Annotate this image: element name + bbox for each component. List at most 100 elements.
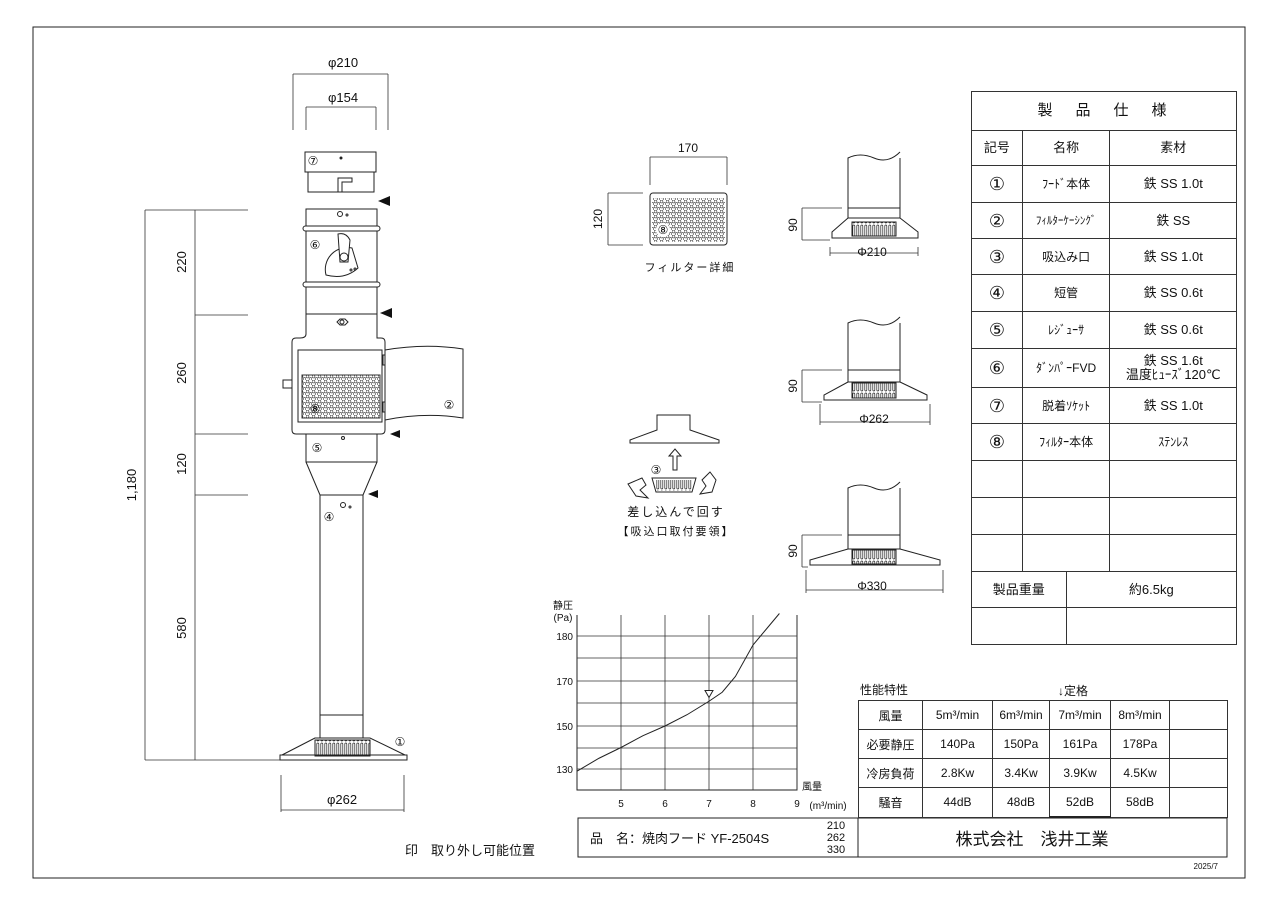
hood-height-label: 90	[786, 218, 800, 232]
y-tick-label: 170	[556, 677, 573, 688]
perf-value: 178Pa	[1110, 729, 1170, 759]
reducer	[305, 433, 378, 496]
spec-mark: ⑤	[971, 311, 1023, 349]
spec-mark: ⑧	[971, 423, 1023, 461]
install-caption: 【吸込口取付要領】	[618, 524, 735, 538]
hood-diameter-label: Φ330	[857, 579, 887, 593]
chart-xunit: (m³/min)	[809, 801, 846, 812]
perf-label: 風量	[858, 700, 923, 730]
spec-mark: ③	[971, 238, 1023, 275]
spec-material-line: 温度ﾋｭｰｽﾞ120℃	[1125, 367, 1221, 382]
rated-marker: ↓定格	[1058, 683, 1088, 698]
spec-name: 脱着ｿｹｯﾄ	[1021, 387, 1111, 424]
triangle-marker-icon	[380, 308, 392, 318]
rotate-arrow-icon	[698, 471, 717, 495]
detachable-socket	[304, 151, 377, 193]
filter-width-label: 170	[678, 141, 698, 155]
spec-material: ｽﾃﾝﾚｽ	[1109, 423, 1237, 461]
spec-material: 鉄 SS 1.0t	[1109, 238, 1237, 275]
pressure-curve	[576, 613, 780, 772]
arrow-up-icon	[667, 448, 683, 471]
spec-material: 鉄 SS 0.6t	[1109, 311, 1237, 349]
hood-diameter-label: Φ210	[857, 245, 887, 259]
dim-segment-label: 120	[174, 453, 189, 475]
spec-header: 名称	[1021, 130, 1111, 166]
spec-name: ﾌｨﾙﾀｰｹｰｼﾝｸﾞ	[1021, 202, 1111, 239]
x-tick-label: 6	[662, 799, 668, 810]
spec-material-line: 鉄 SS 1.6t	[1143, 353, 1203, 368]
spec-row-empty	[971, 497, 1237, 535]
spec-mark: ⑥	[971, 348, 1023, 388]
part-mark-5: ⑤	[312, 441, 323, 455]
dimension-bottom	[280, 775, 405, 812]
size-label: 262	[827, 832, 845, 844]
part-mark-4: ④	[324, 510, 335, 524]
spec-name: ﾌｰﾄﾞ本体	[1021, 165, 1111, 203]
triangle-marker-icon	[390, 430, 400, 438]
part-mark-2: ②	[444, 398, 455, 412]
hood-diameter-label: Φ262	[859, 412, 889, 426]
weight-label: 製品重量	[971, 571, 1067, 608]
weight-table: 製品重量約6.5kg	[971, 571, 1238, 645]
intake-install-diagram: ③ 差し込んで回す 【吸込口取付要領】	[618, 414, 735, 538]
spec-name: 吸込み口	[1021, 238, 1111, 275]
product-name: 品 名：焼肉フード YF-2504S	[590, 831, 769, 846]
x-tick-label: 8	[750, 799, 756, 810]
perf-value: 7m³/min	[1049, 700, 1111, 730]
hood-height-label: 90	[786, 379, 800, 393]
perf-value: 8m³/min	[1110, 700, 1170, 730]
size-label: 330	[827, 844, 845, 856]
dim-phi262-label: φ262	[327, 792, 357, 807]
perf-value: 4.5Kw	[1110, 758, 1170, 788]
size-label: 210	[827, 820, 845, 832]
dim-phi210-label: φ210	[328, 55, 358, 70]
filter-height-label: 120	[591, 209, 605, 229]
dim-phi154-label: φ154	[328, 90, 358, 105]
revision-date: 2025/7	[1194, 862, 1219, 871]
assembly-view: φ210 φ154 1,180 220 260 120 580 ⑦	[124, 55, 464, 812]
rated-point-marker-icon	[704, 690, 714, 699]
spec-material: 鉄 SS 1.0t	[1109, 387, 1237, 424]
part-mark-1: ①	[395, 735, 406, 749]
part-mark-8: ⑧	[310, 402, 321, 416]
hood-height-label: 90	[786, 544, 800, 558]
spec-name: ﾌｨﾙﾀｰ本体	[1021, 423, 1111, 461]
x-tick-label: 5	[618, 799, 624, 810]
spec-material: 鉄 SS	[1109, 202, 1237, 239]
filter-casing	[282, 314, 464, 435]
y-tick-label: 150	[556, 722, 573, 733]
perf-label: 必要静圧	[858, 729, 923, 759]
spec-header: 素材	[1109, 130, 1237, 166]
short-pipe	[319, 494, 364, 716]
spec-mark: ⑦	[971, 387, 1023, 424]
perf-label: 騒音	[858, 787, 923, 818]
install-instruction: 差し込んで回す	[627, 505, 724, 519]
dim-segment-label: 260	[174, 362, 189, 384]
perf-value: 6m³/min	[992, 700, 1050, 730]
filter-door-open	[384, 345, 464, 421]
perf-value: 5m³/min	[922, 700, 993, 730]
part-mark-3: ③	[651, 463, 662, 477]
filter-detail-caption: フィルター詳細	[645, 260, 736, 274]
removable-position-note: 印 取り外し可能位置	[405, 843, 535, 858]
spec-name: ﾚｼﾞｭｰｻ	[1021, 311, 1111, 349]
dim-total-label: 1,180	[124, 469, 139, 502]
part-mark-8: ⑧	[658, 223, 669, 237]
hood-variant-210	[801, 151, 919, 256]
spec-row-empty	[971, 534, 1237, 572]
hood-variant-262	[801, 316, 931, 425]
